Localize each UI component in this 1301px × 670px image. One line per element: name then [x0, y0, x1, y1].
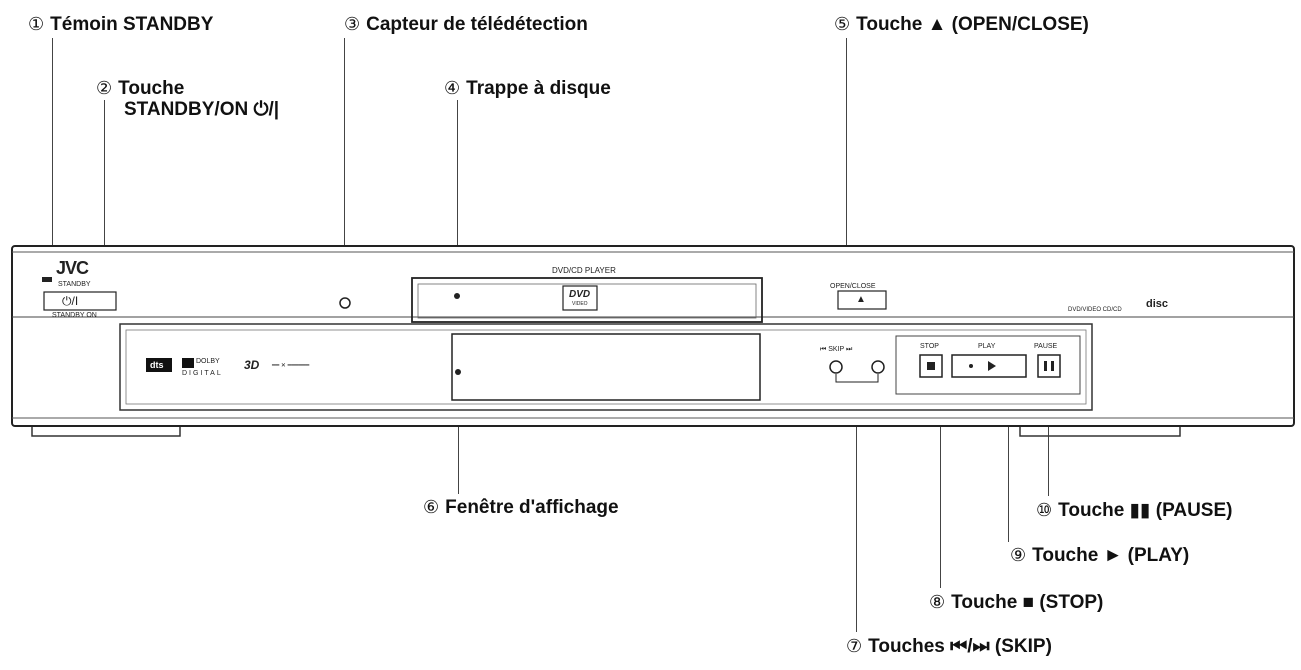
- callout-text: Touche ► (PLAY): [1032, 545, 1190, 566]
- callout-text: Touche ▮▮ (PAUSE): [1058, 500, 1233, 521]
- leader-line-1: [52, 38, 53, 286]
- callout-text: Fenêtre d'affichage: [445, 497, 619, 518]
- brand-logo: JVC: [56, 258, 89, 278]
- dvd-logo-sub: VIDEO: [572, 301, 588, 307]
- callout-text: STANDBY/ON ⏻/|: [124, 99, 280, 120]
- lower-panel: [119, 323, 1093, 411]
- callout-text: Touche ▲ (OPEN/CLOSE): [856, 14, 1089, 35]
- dvd-logo: DVD: [569, 289, 591, 300]
- leader-line-8: [940, 376, 941, 588]
- display-window-shape: [451, 333, 761, 401]
- format-label: DVD/VIDEO CD/CD: [1068, 307, 1122, 313]
- play-label: PLAY: [978, 343, 996, 350]
- dts-logo: dts: [150, 360, 164, 370]
- leader-line-6: [458, 372, 459, 494]
- callout-text: Témoin STANDBY: [50, 14, 214, 35]
- callout-number: ③: [344, 14, 361, 35]
- callout-number: ⑧: [929, 592, 946, 613]
- digital-label: DIGITAL: [182, 370, 223, 377]
- pause-label: PAUSE: [1034, 343, 1058, 350]
- phonic-label: ━━ ✕ ━━━━━━: [272, 363, 310, 369]
- play-button[interactable]: [952, 355, 1026, 377]
- standby-on-button[interactable]: ⏻/I: [62, 294, 79, 308]
- leader-line-10: [1048, 368, 1049, 496]
- left-foot: [31, 423, 181, 437]
- stop-button[interactable]: [920, 355, 942, 377]
- skip-prev-button[interactable]: [829, 360, 843, 374]
- disc-logo: disc: [1146, 298, 1169, 310]
- callout-text: Trappe à disque: [466, 78, 611, 99]
- callout-number: ②: [96, 78, 113, 99]
- model-label: DVD/CD PLAYER: [552, 266, 616, 275]
- threed-logo: 3D: [244, 358, 260, 372]
- callout-number: ⑤: [834, 14, 851, 35]
- disc-tray[interactable]: [412, 278, 762, 322]
- standby-on-label: STANDBY ON: [52, 312, 97, 319]
- player-body: [11, 245, 1295, 427]
- dolby-label: DOLBY: [196, 358, 220, 365]
- callout-number: ⑥: [423, 497, 440, 518]
- callout-text: Capteur de télédétection: [366, 14, 588, 35]
- standby-label: STANDBY: [58, 281, 91, 288]
- callout-number: ④: [444, 78, 461, 99]
- pause-button[interactable]: [1038, 355, 1060, 377]
- open-close-button[interactable]: ▲: [856, 294, 866, 305]
- callout-text: Touches ⏮/⏭ (SKIP): [868, 636, 1052, 657]
- callout-number: ⑩: [1036, 500, 1053, 521]
- stop-label: STOP: [920, 343, 939, 350]
- callout-text: Touche ■ (STOP): [951, 592, 1104, 613]
- leader-line-9: [1008, 368, 1009, 542]
- leader-line-7: [856, 382, 857, 632]
- callout-number: ⑦: [846, 636, 863, 657]
- leader-line-4: [457, 100, 458, 296]
- callout-number: ①: [28, 14, 45, 35]
- skip-label: ⏮ SKIP ⏭: [820, 346, 853, 353]
- leader-line-2: [104, 100, 105, 300]
- callout-number: ⑨: [1010, 545, 1027, 566]
- callout-text: Touche: [118, 78, 185, 99]
- callout-standby-on-button-line2: STANDBY/ON ⏻/|: [124, 99, 279, 121]
- right-foot: [1019, 423, 1181, 437]
- dolby-logo-box: [182, 358, 194, 368]
- leader-line-3: [344, 38, 345, 292]
- leader-line-5: [846, 38, 847, 296]
- standby-button-shape: [43, 291, 117, 311]
- remote-sensor-shape: [339, 297, 351, 309]
- skip-next-button[interactable]: [871, 360, 885, 374]
- open-close-label: OPEN/CLOSE: [830, 283, 876, 290]
